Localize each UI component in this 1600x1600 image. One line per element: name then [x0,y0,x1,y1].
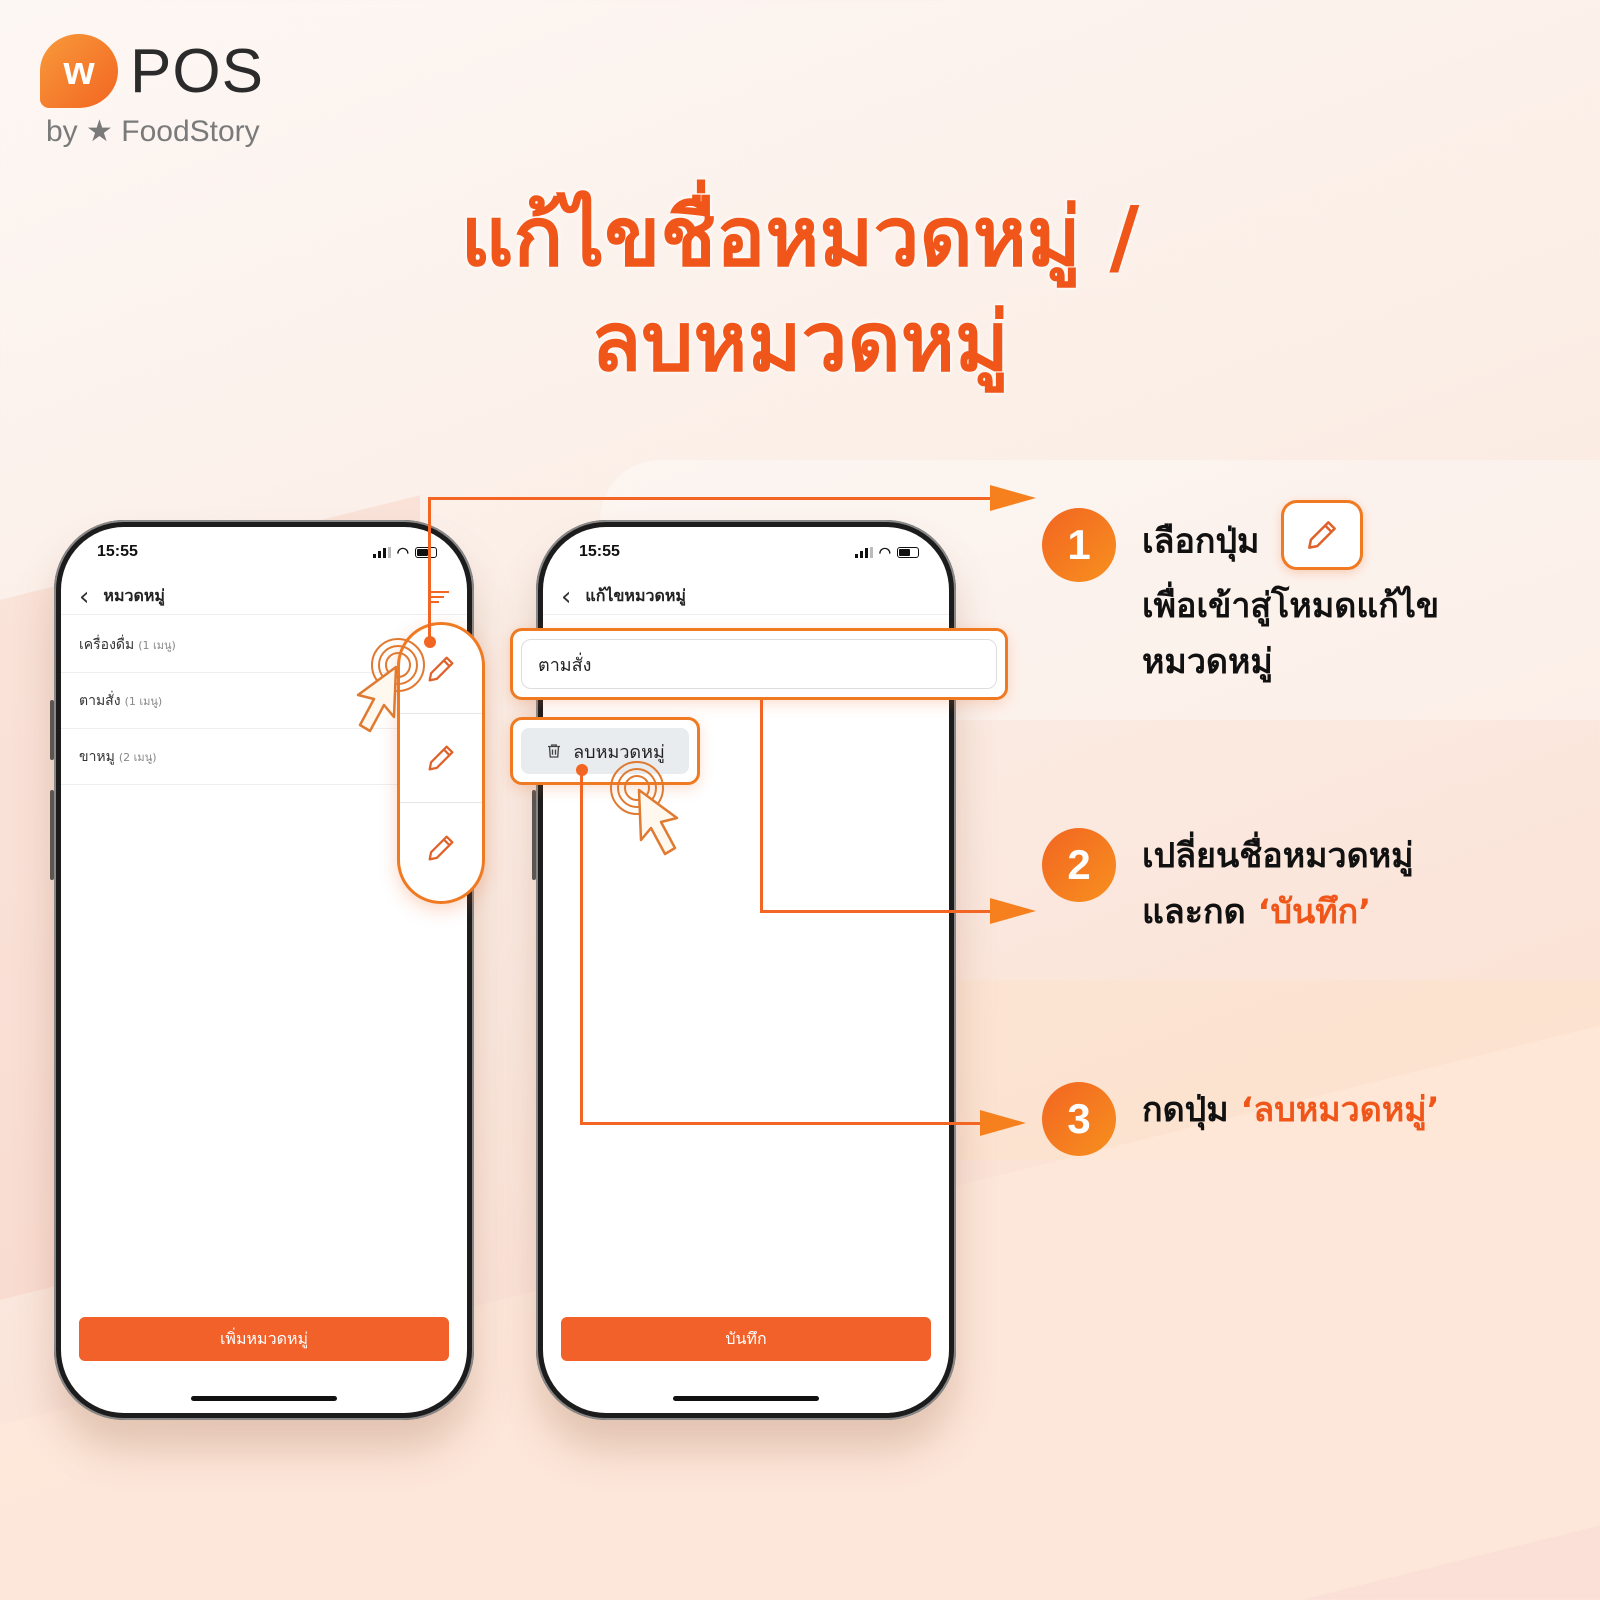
category-list: เครื่องดื่ม (1 เมนู) ตามสั่ง (1 เมนู) ขา… [61,617,467,785]
step-2-text: เปลี่ยนชื่อหมวดหมู่ และกด ‘บันทึก’ [1142,836,1414,932]
sort-icon[interactable] [431,590,449,603]
home-indicator [191,1396,337,1401]
nav-title: หมวดหมู่ [103,586,165,605]
signal-icon [372,546,391,558]
brand-name: POS [130,36,264,106]
tap-cursor-icon [610,761,679,856]
edit-button[interactable] [400,714,482,803]
arrow-icon [980,1110,1026,1136]
connector-line [580,770,583,1125]
connector-dot [576,764,588,776]
wifi-icon: ◠ [396,543,409,560]
arrow-icon [990,898,1036,924]
status-time: 15:55 [97,543,138,560]
wifi-icon: ◠ [878,543,891,560]
tap-cursor-icon [356,638,425,733]
add-category-button[interactable]: เพิ่มหมวดหมู่ [79,1317,449,1361]
page-title-line2: ลบหมวดหมู่ [591,295,1009,390]
step-number-badge: 2 [1042,828,1116,902]
pencil-icon [428,835,454,860]
list-item[interactable]: ขาหมู (2 เมนู) [61,729,467,785]
list-item[interactable]: เครื่องดื่ม (1 เมนู) [61,617,467,673]
step-1: 1 เลือกปุ่ม เพื่อเข้าสู่โหมดแก้ไข หมวดหม… [1042,500,1439,690]
connector-line [760,910,992,913]
status-time: 15:55 [579,543,620,560]
page-title-line1: แก้ไขชื่อหมวดหมู่ / [460,190,1140,285]
trash-icon [548,744,561,758]
category-name: ขาหมู [79,748,115,765]
step-3-text: กดปุ่ม ‘ลบหมวดหมู่’ [1142,1090,1440,1130]
connector-line [760,700,763,913]
chevron-left-icon[interactable]: ‹ [79,581,90,612]
phone-side-button [50,790,54,880]
pencil-icon [428,745,454,771]
list-item[interactable]: ตามสั่ง (1 เมนู) [61,673,467,729]
chevron-left-icon[interactable]: ‹ [561,581,572,612]
delete-button-label: ลบหมวดหมู่ [573,741,665,763]
category-name-input[interactable] [521,639,997,689]
signal-icon [854,546,873,558]
category-name: เครื่องดื่ม [79,636,135,653]
category-count: (1 เมนู) [138,638,176,652]
category-name: ตามสั่ง [79,692,121,709]
battery-icon [897,546,919,558]
edit-button[interactable] [400,625,482,714]
pencil-icon [1281,500,1364,570]
save-button[interactable]: บันทึก [561,1317,931,1361]
connector-line [428,497,992,500]
arrow-icon [990,485,1036,511]
pencil-icon [428,656,454,682]
step-number-badge: 3 [1042,1082,1116,1156]
connector-line [428,497,431,642]
step-2: 2 เปลี่ยนชื่อหมวดหมู่ และกด ‘บันทึก’ [1042,828,1414,940]
nav-bar: ‹ หมวดหมู่ [61,579,467,615]
nav-bar: ‹ แก้ไขหมวดหมู่ [543,579,949,615]
name-input-callout [510,628,1008,700]
category-count: (2 เมนู) [118,750,157,764]
phone-side-button [50,700,54,760]
edit-buttons-callout [397,622,485,904]
home-indicator [673,1396,819,1401]
step-1-text: เลือกปุ่ม เพื่อเข้าสู่โหมดแก้ไข หมวดหมู่ [1142,500,1439,690]
status-bar: 15:55 ◠ [579,543,919,561]
step-3: 3 กดปุ่ม ‘ลบหมวดหมู่’ [1042,1082,1440,1156]
delete-button-callout: ลบหมวดหมู่ [510,717,700,785]
page-title: แก้ไขชื่อหมวดหมู่ / ลบหมวดหมู่ [0,185,1600,395]
nav-title: แก้ไขหมวดหมู่ [585,586,686,605]
status-bar: 15:55 ◠ [97,543,437,561]
phone-side-button [532,790,536,880]
edit-button[interactable] [400,803,482,892]
logo-bubble-icon: w [40,34,118,108]
brand-byline: by ★ FoodStory [46,115,260,148]
category-count: (1 เมนู) [124,694,163,708]
connector-line [580,1122,982,1125]
battery-icon [415,546,437,558]
step-number-badge: 1 [1042,508,1116,582]
brand-logo: w POS by ★ FoodStory [40,34,264,149]
connector-dot [424,636,436,648]
delete-category-button[interactable]: ลบหมวดหมู่ [521,728,689,774]
